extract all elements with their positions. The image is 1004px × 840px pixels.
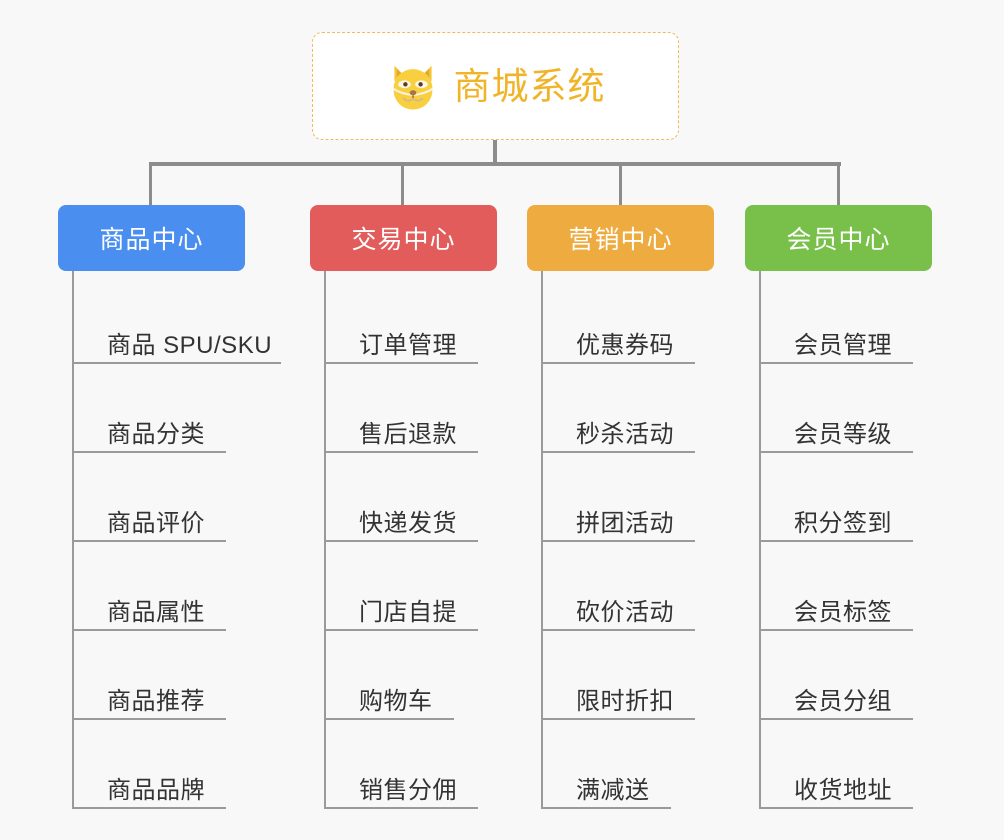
item-label: 订单管理 bbox=[359, 331, 457, 359]
item-underline bbox=[74, 718, 226, 720]
item-underline bbox=[326, 718, 454, 720]
list-item[interactable]: 订单管理 bbox=[326, 275, 478, 364]
root-node-mall-system[interactable]: 商城系统 bbox=[312, 32, 679, 140]
item-list-3: 会员管理 会员等级 积分签到 会员标签 会员分组 收货地址 bbox=[759, 271, 913, 809]
root-node-title: 商城系统 bbox=[453, 65, 606, 107]
list-item[interactable]: 商品推荐 bbox=[74, 631, 272, 720]
list-item[interactable]: 积分签到 bbox=[761, 453, 913, 542]
item-label: 销售分佣 bbox=[359, 776, 457, 804]
list-item[interactable]: 销售分佣 bbox=[326, 720, 478, 809]
item-label: 限时折扣 bbox=[576, 687, 674, 715]
item-label: 商品 SPU/SKU bbox=[107, 331, 273, 359]
list-item[interactable]: 快递发货 bbox=[326, 453, 478, 542]
item-underline bbox=[543, 362, 695, 364]
list-item[interactable]: 商品属性 bbox=[74, 542, 272, 631]
category-title-1: 交易中心 bbox=[351, 226, 456, 254]
item-underline bbox=[74, 629, 226, 631]
category-header-2[interactable]: 营销中心 bbox=[527, 205, 714, 271]
item-label: 收货地址 bbox=[794, 776, 892, 804]
item-underline bbox=[74, 540, 226, 542]
list-item[interactable]: 商品分类 bbox=[74, 364, 272, 453]
list-item[interactable]: 限时折扣 bbox=[543, 631, 695, 720]
list-item[interactable]: 会员等级 bbox=[761, 364, 913, 453]
item-label: 优惠券码 bbox=[576, 331, 674, 359]
item-label: 门店自提 bbox=[359, 598, 457, 626]
item-label: 砍价活动 bbox=[576, 598, 674, 626]
item-label: 会员等级 bbox=[794, 420, 892, 448]
item-underline bbox=[326, 540, 478, 542]
item-label: 会员标签 bbox=[794, 598, 892, 626]
connector-drop-2 bbox=[401, 162, 404, 207]
category-header-3[interactable]: 会员中心 bbox=[745, 205, 932, 271]
category-title-0: 商品中心 bbox=[99, 226, 204, 254]
item-underline bbox=[761, 451, 913, 453]
item-label: 积分签到 bbox=[794, 509, 892, 537]
item-underline bbox=[761, 629, 913, 631]
list-item[interactable]: 购物车 bbox=[326, 631, 457, 720]
category-title-3: 会员中心 bbox=[786, 226, 891, 254]
item-label: 商品属性 bbox=[107, 598, 205, 626]
connector-drop-4 bbox=[837, 162, 840, 207]
item-label: 拼团活动 bbox=[576, 509, 674, 537]
item-label: 商品品牌 bbox=[107, 776, 205, 804]
item-underline bbox=[326, 629, 478, 631]
list-item[interactable]: 秒杀活动 bbox=[543, 364, 695, 453]
list-item[interactable]: 商品评价 bbox=[74, 453, 272, 542]
list-item[interactable]: 满减送 bbox=[543, 720, 674, 809]
item-underline bbox=[761, 540, 913, 542]
list-item[interactable]: 门店自提 bbox=[326, 542, 478, 631]
item-label: 满减送 bbox=[576, 776, 650, 804]
list-item[interactable]: 会员分组 bbox=[761, 631, 913, 720]
list-item[interactable]: 售后退款 bbox=[326, 364, 478, 453]
item-list-0: 商品 SPU/SKU 商品分类 商品评价 商品属性 商品推荐 商品品牌 bbox=[72, 271, 281, 809]
item-label: 会员分组 bbox=[794, 687, 892, 715]
list-item[interactable]: 商品品牌 bbox=[74, 720, 272, 809]
item-underline bbox=[761, 362, 913, 364]
item-underline bbox=[761, 807, 913, 809]
item-underline bbox=[74, 451, 226, 453]
category-title-2: 营销中心 bbox=[568, 226, 673, 254]
list-item[interactable]: 会员管理 bbox=[761, 275, 913, 364]
item-label: 快递发货 bbox=[359, 509, 457, 537]
list-item[interactable]: 优惠券码 bbox=[543, 275, 695, 364]
connector-horizontal-bus bbox=[149, 162, 841, 166]
item-label: 商品推荐 bbox=[107, 687, 205, 715]
category-header-0[interactable]: 商品中心 bbox=[58, 205, 245, 271]
item-label: 售后退款 bbox=[359, 420, 457, 448]
item-underline bbox=[543, 718, 695, 720]
item-underline bbox=[543, 540, 695, 542]
item-list-1: 订单管理 售后退款 快递发货 门店自提 购物车 销售分佣 bbox=[324, 271, 478, 809]
item-underline bbox=[543, 451, 695, 453]
item-underline bbox=[543, 807, 671, 809]
connector-root-stem bbox=[493, 140, 497, 165]
list-item[interactable]: 会员标签 bbox=[761, 542, 913, 631]
item-label: 商品评价 bbox=[107, 509, 205, 537]
item-label: 商品分类 bbox=[107, 420, 205, 448]
shiba-dog-icon bbox=[393, 65, 432, 110]
connector-drop-1 bbox=[149, 162, 152, 207]
item-label: 会员管理 bbox=[794, 331, 892, 359]
item-underline bbox=[543, 629, 695, 631]
list-item[interactable]: 拼团活动 bbox=[543, 453, 695, 542]
item-underline bbox=[74, 807, 226, 809]
category-header-1[interactable]: 交易中心 bbox=[310, 205, 497, 271]
item-underline bbox=[326, 362, 478, 364]
item-underline bbox=[326, 451, 478, 453]
list-item[interactable]: 商品 SPU/SKU bbox=[74, 275, 281, 364]
list-item[interactable]: 砍价活动 bbox=[543, 542, 695, 631]
item-underline bbox=[326, 807, 478, 809]
item-underline bbox=[74, 362, 281, 364]
list-item[interactable]: 收货地址 bbox=[761, 720, 913, 809]
connector-drop-3 bbox=[619, 162, 622, 207]
item-label: 购物车 bbox=[359, 687, 433, 715]
item-underline bbox=[761, 718, 913, 720]
item-label: 秒杀活动 bbox=[576, 420, 674, 448]
item-list-2: 优惠券码 秒杀活动 拼团活动 砍价活动 限时折扣 满减送 bbox=[541, 271, 695, 809]
